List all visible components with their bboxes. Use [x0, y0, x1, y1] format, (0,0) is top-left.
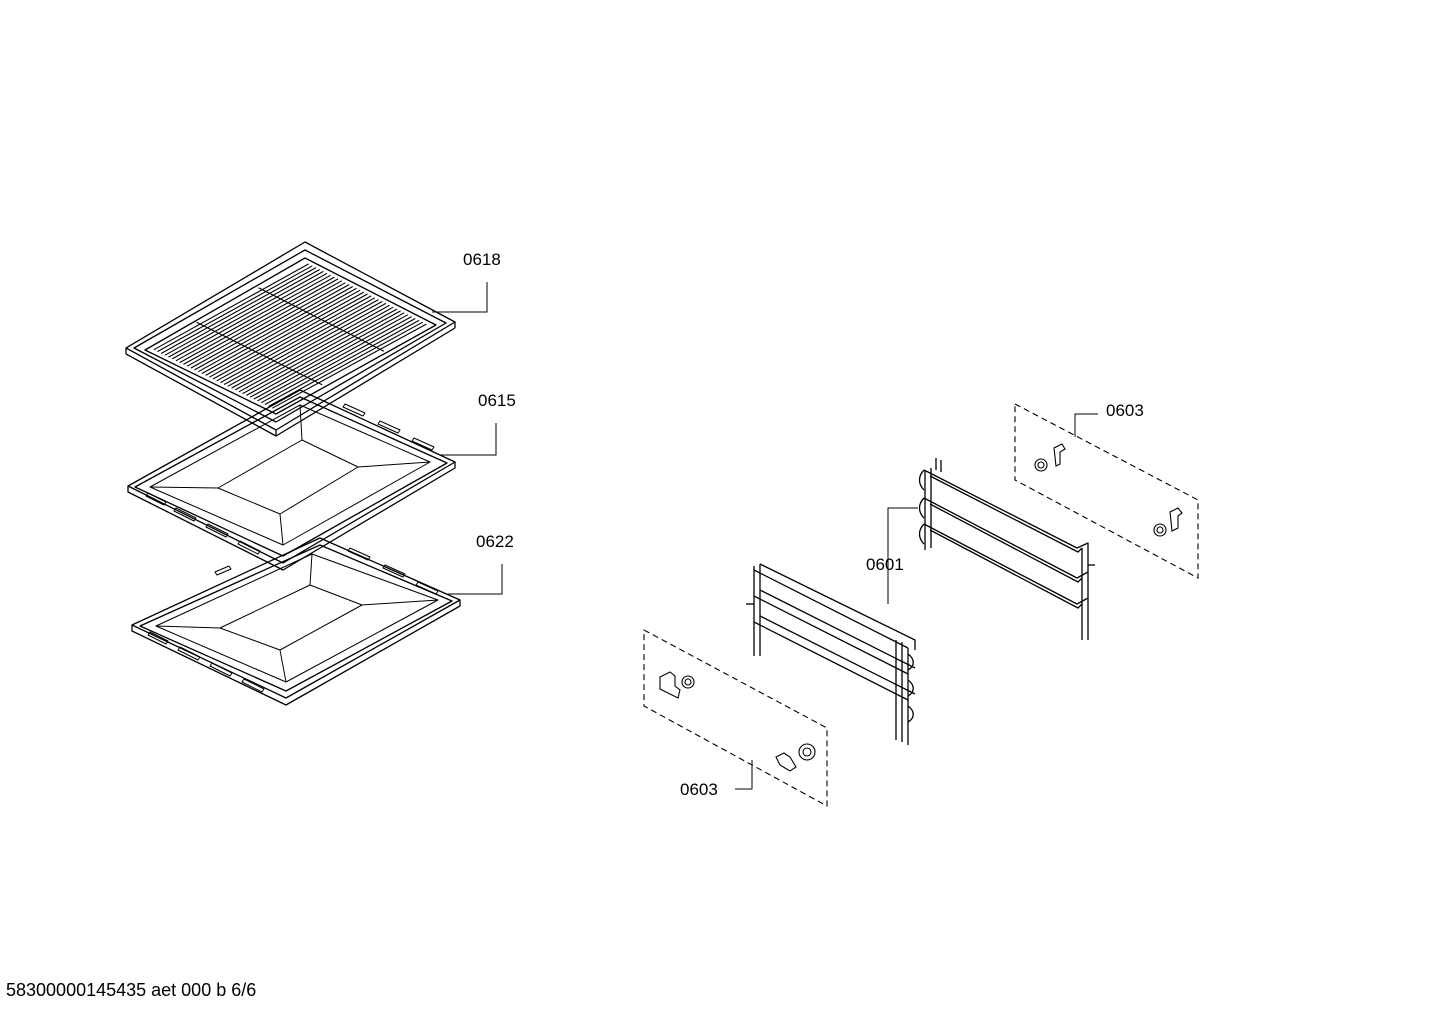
rack-wire-bar — [257, 316, 412, 402]
baking-tray-part — [127, 389, 456, 571]
rack-wire-bar — [223, 299, 379, 385]
rack-wire-bar — [201, 287, 357, 374]
rack-wire-bar — [249, 312, 405, 398]
rack-wire-bar — [186, 280, 343, 367]
rack-wire-bar — [234, 304, 390, 391]
rack-cross-support — [196, 321, 323, 386]
rack-wire-bar — [246, 310, 401, 396]
rack-wire-bar — [242, 308, 398, 395]
rack-wire-bar — [168, 270, 324, 358]
clip-set-upper — [1014, 403, 1199, 579]
rack-wire-bar — [153, 263, 309, 351]
rack-wire-bar — [238, 306, 394, 393]
rack-wire-bar — [171, 272, 328, 360]
label-0618: 0618 — [463, 250, 501, 269]
rack-wire-bar — [272, 323, 427, 409]
rack-wire-bar — [268, 321, 423, 407]
rack-wire-bar — [164, 269, 320, 356]
rack-wire-bar — [160, 267, 317, 354]
drawing-code: 58300000145435 aet 000 b 6/6 — [6, 980, 257, 1000]
rack-wire-bar — [231, 302, 387, 389]
rack-wire-bar — [216, 295, 372, 382]
rack-wire-bar — [209, 291, 365, 378]
side-rail-right — [918, 458, 1095, 640]
label-0603-lower: 0603 — [680, 780, 718, 799]
deep-tray-part — [131, 537, 461, 706]
rack-wire-bar — [190, 282, 346, 369]
clip-set-lower — [643, 629, 828, 807]
rack-wire-bar — [227, 301, 383, 387]
rack-wire-bar — [212, 293, 368, 380]
grill-rack-part — [125, 241, 456, 437]
rack-wire-bar — [253, 314, 409, 400]
leader-lines — [432, 282, 1098, 790]
rack-wire-bar — [183, 278, 339, 365]
label-0601: 0601 — [866, 555, 904, 574]
rack-wire-bar — [179, 276, 335, 364]
rack-wire-bar — [205, 289, 361, 376]
label-0603-upper: 0603 — [1106, 401, 1144, 420]
side-rail-left — [746, 563, 916, 745]
rack-wire-bar — [197, 286, 354, 373]
label-0622: 0622 — [476, 532, 514, 551]
rack-wire-bar — [260, 318, 416, 404]
label-0615: 0615 — [478, 391, 516, 410]
rack-wire-bar — [264, 319, 420, 405]
rack-cross-support — [258, 287, 385, 352]
rack-wire-bar — [157, 265, 313, 353]
rack-wire-bar — [175, 274, 331, 362]
rack-wire-bar — [220, 297, 376, 384]
rack-wire-bar — [194, 284, 350, 371]
